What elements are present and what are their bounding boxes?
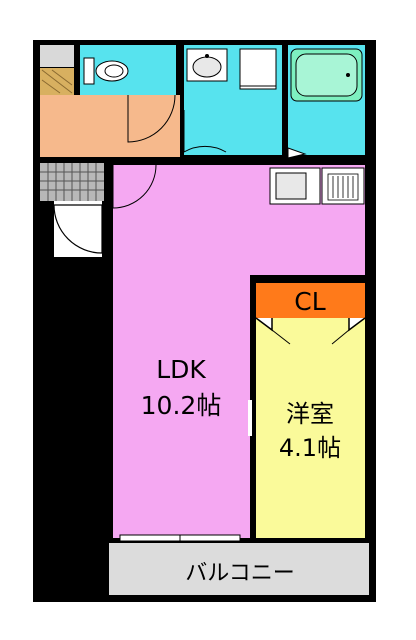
balcony xyxy=(107,541,371,597)
toilet-icon xyxy=(83,57,129,85)
closet-name: CL xyxy=(294,287,325,316)
ldk-size: 10.2帖 xyxy=(141,391,222,420)
kitchen-sink-icon xyxy=(269,167,321,205)
room-western xyxy=(256,318,365,538)
western-size: 4.1帖 xyxy=(279,434,341,462)
room-closet xyxy=(256,283,365,318)
bathtub-icon xyxy=(290,48,363,102)
western-room-door xyxy=(248,400,252,436)
washing-machine-icon xyxy=(239,48,277,90)
entrance-hall xyxy=(40,95,180,157)
entrance-door xyxy=(53,204,103,254)
washbasin-icon xyxy=(186,48,228,82)
room-ldk xyxy=(113,165,365,538)
shoe-rack-icon xyxy=(40,45,74,67)
stove-icon xyxy=(321,167,365,205)
western-name: 洋室 xyxy=(286,400,334,428)
ldk-name: LDK xyxy=(156,355,206,384)
balcony-name: バルコニー xyxy=(185,561,295,586)
